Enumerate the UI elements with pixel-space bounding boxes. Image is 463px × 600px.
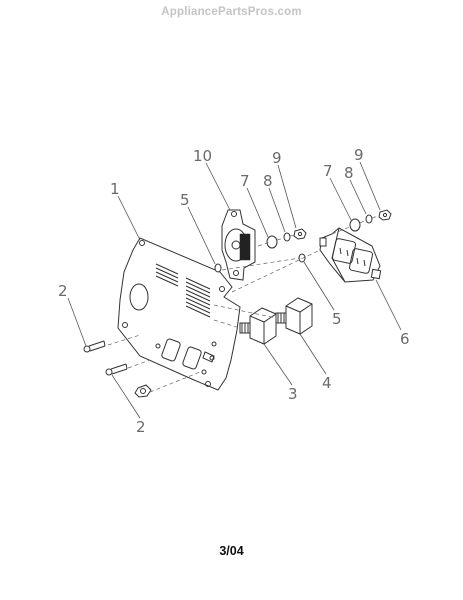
callout-10: 10 <box>193 147 212 165</box>
callout-5-left: 5 <box>180 191 190 209</box>
twist-lock-receptacle <box>221 209 256 281</box>
flat-washer-right <box>349 218 361 232</box>
watermark-text: AppliancePartsPros.com <box>161 6 302 18</box>
screw-lower <box>105 363 128 376</box>
callout-6: 6 <box>400 330 410 348</box>
callout-7-left: 7 <box>240 172 250 190</box>
callout-9-right: 9 <box>354 146 364 164</box>
lock-washer-left <box>283 232 291 242</box>
spacer-left <box>214 263 222 273</box>
callout-8-left: 8 <box>263 172 273 190</box>
screw-upper <box>83 340 106 353</box>
callout-2-lower: 2 <box>136 418 146 436</box>
hex-nut-left <box>293 228 307 240</box>
leader-lines <box>67 161 402 419</box>
circuit-breaker-right <box>275 297 313 335</box>
callout-2-upper: 2 <box>58 282 68 300</box>
callout-8-right: 8 <box>344 164 354 182</box>
callout-9-left: 9 <box>272 149 282 167</box>
callout-5-right: 5 <box>332 310 342 328</box>
callout-3: 3 <box>288 385 298 403</box>
vent-slots <box>155 263 211 318</box>
alignment-lines <box>107 215 379 393</box>
panel-nut <box>134 384 152 398</box>
lock-washer-right <box>365 214 373 224</box>
hex-nut-right <box>378 209 392 221</box>
callout-7-right: 7 <box>323 162 333 180</box>
circuit-breaker-left <box>239 307 277 345</box>
date-code: 3/04 <box>219 544 244 558</box>
control-panel-plate <box>117 237 241 391</box>
callout-1: 1 <box>110 180 120 198</box>
duplex-receptacle <box>319 227 382 283</box>
flat-washer-left <box>266 235 278 249</box>
callout-labels: 1 2 2 5 10 7 8 9 7 8 9 5 6 3 4 <box>58 146 410 436</box>
callout-4: 4 <box>322 374 332 392</box>
